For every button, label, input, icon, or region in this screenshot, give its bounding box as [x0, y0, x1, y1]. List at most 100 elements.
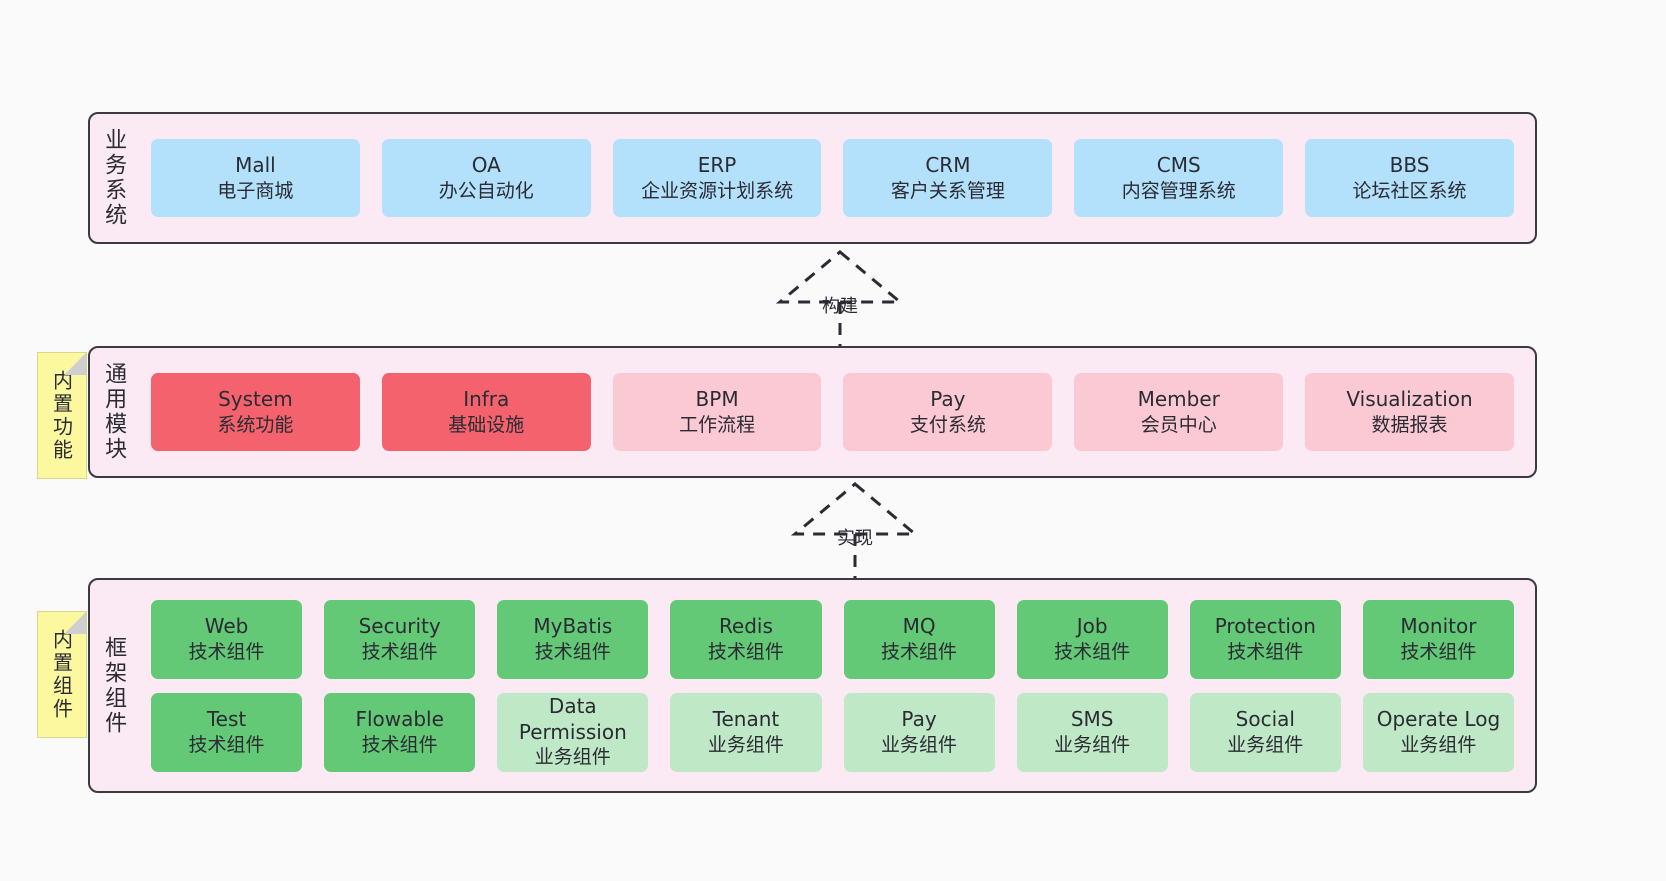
card-title: Pay [930, 387, 966, 412]
card-title: Tenant [712, 707, 780, 732]
card-bpm[interactable]: BPM 工作流程 [612, 373, 822, 451]
card-mybatis[interactable]: MyBatis 技术组件 [497, 599, 649, 679]
note-builtin-components: 内置组件 [37, 611, 87, 738]
card-subtitle: 业务组件 [1400, 733, 1477, 756]
card-subtitle: 技术组件 [881, 640, 958, 663]
card-title: Mall [235, 153, 276, 178]
card-sms[interactable]: SMS 业务组件 [1016, 692, 1168, 772]
card-subtitle: 数据报表 [1371, 413, 1448, 436]
card-title: Visualization [1346, 387, 1473, 412]
card-subtitle: 电子商城 [217, 179, 294, 202]
card-subtitle: 业务组件 [534, 746, 611, 769]
card-system[interactable]: System 系统功能 [151, 373, 360, 451]
card-title: Infra [463, 387, 510, 412]
card-subtitle: 业务组件 [707, 733, 784, 756]
card-subtitle: 工作流程 [679, 413, 756, 436]
card-job[interactable]: Job 技术组件 [1016, 599, 1168, 679]
note-label: 内置功能 [49, 369, 74, 462]
generalization-triangle-icon [775, 250, 905, 304]
layer-body-modules: System 系统功能 Infra 基础设施 BPM 工作流程 Pay 支付系统… [136, 348, 1535, 476]
card-social[interactable]: Social 业务组件 [1189, 692, 1341, 772]
layer-business-systems: 业务系统 Mall 电子商城 OA 办公自动化 ERP 企业资源计划系统 CRM… [88, 112, 1537, 244]
card-title: ERP [697, 153, 737, 178]
connector-implement: 实现 [755, 478, 955, 590]
card-subtitle: 基础设施 [448, 413, 525, 436]
card-subtitle: 业务组件 [1227, 733, 1304, 756]
card-subtitle: 技术组件 [188, 640, 265, 663]
card-oa[interactable]: OA 办公自动化 [381, 139, 591, 217]
card-title: Data Permission [518, 694, 627, 744]
layer-title-business: 业务系统 [101, 128, 127, 228]
card-operate-log[interactable]: Operate Log 业务组件 [1362, 692, 1514, 772]
card-erp[interactable]: ERP 企业资源计划系统 [612, 139, 822, 217]
card-title: Social [1235, 707, 1295, 732]
card-title: OA [471, 153, 501, 178]
card-subtitle: 技术组件 [534, 640, 611, 663]
card-infra[interactable]: Infra 基础设施 [381, 373, 591, 451]
card-cms[interactable]: CMS 内容管理系统 [1074, 139, 1284, 217]
card-data-permission[interactable]: Data Permission 业务组件 [497, 692, 649, 772]
card-title: BBS [1389, 153, 1430, 178]
card-member[interactable]: Member 会员中心 [1074, 373, 1284, 451]
card-protection[interactable]: Protection 技术组件 [1189, 599, 1341, 679]
note-label: 内置组件 [49, 628, 74, 721]
card-pay-module[interactable]: Pay 支付系统 [843, 373, 1053, 451]
layer-body-framework: Web 技术组件 Security 技术组件 MyBatis 技术组件 Redi… [136, 580, 1535, 791]
card-crm[interactable]: CRM 客户关系管理 [843, 139, 1053, 217]
card-subtitle: 技术组件 [188, 733, 265, 756]
card-title: CRM [925, 153, 971, 178]
card-monitor[interactable]: Monitor 技术组件 [1362, 599, 1514, 679]
card-title: Job [1076, 614, 1108, 639]
card-title: CMS [1156, 153, 1201, 178]
card-subtitle: 企业资源计划系统 [641, 179, 794, 202]
card-security[interactable]: Security 技术组件 [324, 599, 476, 679]
card-pay-component[interactable]: Pay 业务组件 [843, 692, 995, 772]
note-builtin-features: 内置功能 [37, 352, 87, 479]
card-title: Monitor [1400, 614, 1477, 639]
card-flowable[interactable]: Flowable 技术组件 [324, 692, 476, 772]
layer-framework-components: 框架组件 Web 技术组件 Security 技术组件 MyBatis 技术组件… [88, 578, 1537, 793]
card-title: BPM [695, 387, 739, 412]
card-subtitle: 会员中心 [1140, 413, 1217, 436]
card-title: Redis [718, 614, 773, 639]
generalization-triangle-icon [790, 482, 920, 536]
card-tenant[interactable]: Tenant 业务组件 [670, 692, 822, 772]
connector-label-build: 构建 [822, 296, 858, 317]
card-title: Pay [901, 707, 937, 732]
card-title: Security [358, 614, 441, 639]
card-subtitle: 技术组件 [361, 640, 438, 663]
connector-label-implement: 实现 [837, 528, 873, 549]
card-subtitle: 论坛社区系统 [1352, 179, 1467, 202]
card-subtitle: 技术组件 [1054, 640, 1131, 663]
card-subtitle: 技术组件 [1400, 640, 1477, 663]
layer-body-business: Mall 电子商城 OA 办公自动化 ERP 企业资源计划系统 CRM 客户关系… [136, 114, 1535, 242]
card-test[interactable]: Test 技术组件 [151, 692, 303, 772]
layer-common-modules: 通用模块 System 系统功能 Infra 基础设施 BPM 工作流程 Pay… [88, 346, 1537, 478]
card-title: MQ [902, 614, 936, 639]
connector-build: 构建 [740, 246, 940, 358]
card-subtitle: 业务组件 [881, 733, 958, 756]
card-mq[interactable]: MQ 技术组件 [843, 599, 995, 679]
card-title: MyBatis [533, 614, 613, 639]
card-visualization[interactable]: Visualization 数据报表 [1305, 373, 1514, 451]
card-title: Member [1137, 387, 1220, 412]
card-redis[interactable]: Redis 技术组件 [670, 599, 822, 679]
card-subtitle: 办公自动化 [438, 179, 534, 202]
card-mall[interactable]: Mall 电子商城 [151, 139, 360, 217]
card-subtitle: 技术组件 [1227, 640, 1304, 663]
card-bbs[interactable]: BBS 论坛社区系统 [1305, 139, 1514, 217]
card-title: Web [204, 614, 249, 639]
card-subtitle: 系统功能 [217, 413, 294, 436]
card-title: Flowable [355, 707, 444, 732]
card-subtitle: 内容管理系统 [1121, 179, 1236, 202]
card-subtitle: 客户关系管理 [890, 179, 1005, 202]
card-title: System [218, 387, 293, 412]
framework-row-business: Test 技术组件 Flowable 技术组件 Data Permission … [140, 692, 1525, 772]
card-subtitle: 支付系统 [909, 413, 986, 436]
card-web[interactable]: Web 技术组件 [151, 599, 303, 679]
card-title: Protection [1214, 614, 1316, 639]
framework-row-technical: Web 技术组件 Security 技术组件 MyBatis 技术组件 Redi… [140, 599, 1525, 679]
card-title: SMS [1070, 707, 1114, 732]
card-title: Test [206, 707, 247, 732]
